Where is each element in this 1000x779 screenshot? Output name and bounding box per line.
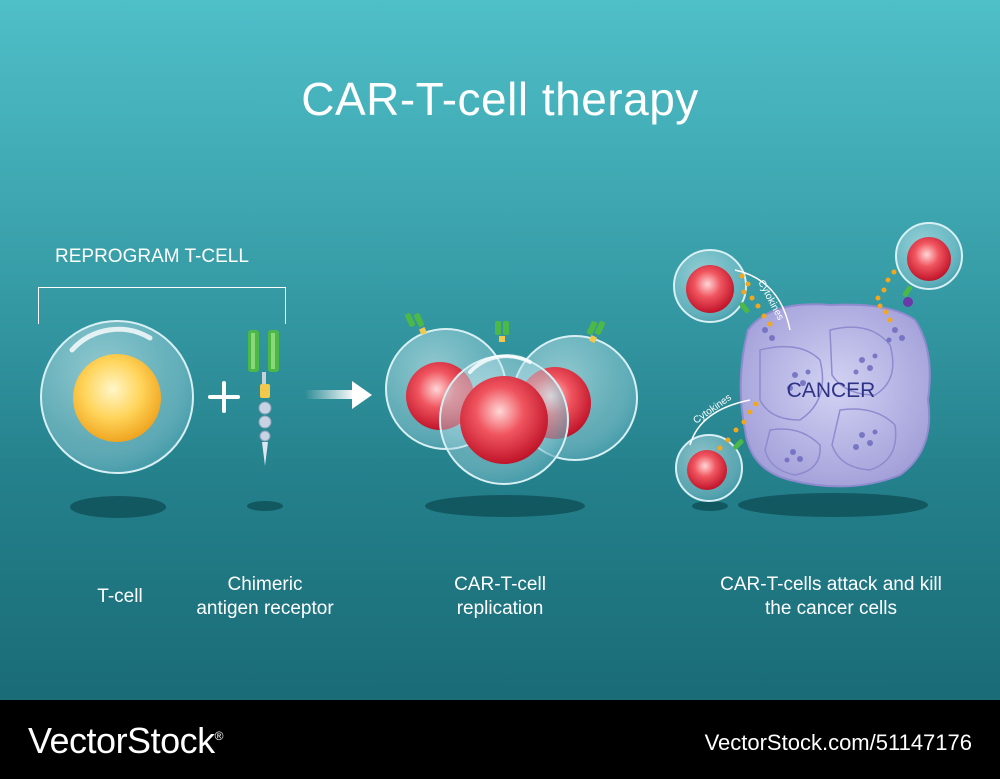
tcell-shadow bbox=[70, 496, 166, 518]
receptor-shadow bbox=[247, 501, 283, 511]
shadows bbox=[70, 493, 928, 518]
cytokines-label-bottom: Cytokines bbox=[691, 392, 733, 426]
caption-car: Chimeric antigen receptor bbox=[196, 574, 334, 619]
small-tcell-shadow bbox=[692, 501, 728, 511]
tcell-illustration bbox=[40, 320, 194, 474]
brand-logo: VectorStock® bbox=[28, 720, 223, 761]
image-id: VectorStock.com/51147176 bbox=[704, 730, 972, 755]
diagram-canvas: CANCER bbox=[0, 0, 1000, 700]
cancer-label: CANCER bbox=[787, 379, 876, 402]
arrow-right-icon bbox=[305, 381, 372, 409]
reprogram-label: REPROGRAM T-CELL bbox=[55, 246, 249, 267]
page-title: CAR-T-cell therapy bbox=[301, 73, 699, 125]
caption-tcell: T-cell bbox=[97, 586, 143, 607]
caption-replication: CAR-T-cell replication bbox=[454, 574, 546, 619]
reprogram-bracket bbox=[38, 287, 286, 324]
receptor-illustration bbox=[248, 330, 279, 466]
replication-shadow bbox=[425, 495, 585, 517]
illustration: CANCER bbox=[40, 222, 963, 518]
attack-cell-top-left bbox=[673, 249, 750, 323]
attack-cell-bottom-left bbox=[675, 434, 744, 502]
cancer-illustration: CANCER bbox=[739, 303, 931, 488]
plus-icon bbox=[208, 381, 240, 413]
attacking-tcells: Cytokines Cytokines bbox=[673, 222, 963, 502]
caption-attack: CAR-T-cells attack and kill the cancer c… bbox=[720, 574, 942, 619]
replication-illustration bbox=[385, 313, 638, 485]
attack-cell-top-right bbox=[895, 222, 963, 307]
cancer-shadow bbox=[738, 493, 928, 517]
watermark-bar: VectorStock® VectorStock.com/51147176 bbox=[0, 700, 1000, 779]
